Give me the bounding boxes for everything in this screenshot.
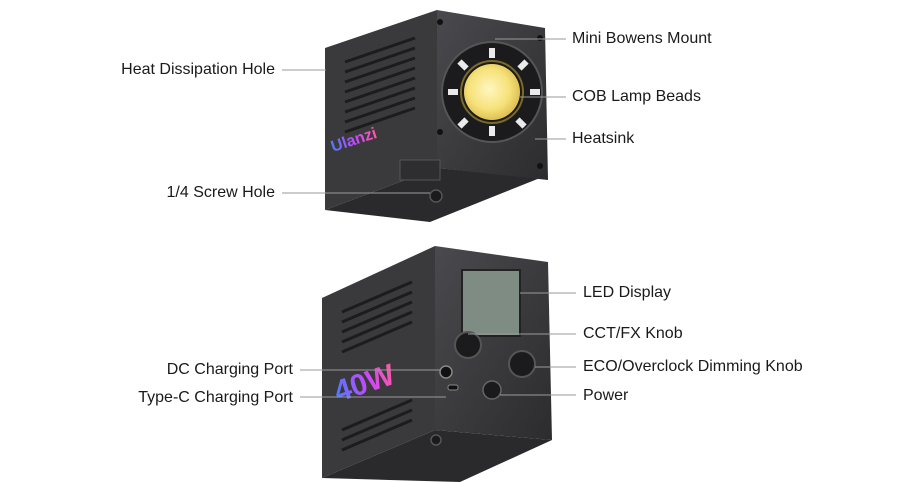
lamp-inner-ring (460, 60, 524, 124)
label-power: Power (583, 387, 629, 404)
label-heat-dissipation-hole: Heat Dissipation Hole (121, 61, 275, 78)
bottom-screw-hole (430, 434, 442, 446)
screw (537, 35, 543, 41)
side-vents (341, 280, 413, 452)
screw (437, 19, 443, 25)
dc-charging-port (439, 365, 453, 379)
label-cct-fx-knob: CCT/FX Knob (583, 325, 683, 342)
eco-overclock-knob[interactable] (508, 350, 536, 378)
bottom-light-unit: 40W (322, 246, 552, 482)
label-screw-hole: 1/4 Screw Hole (166, 184, 276, 201)
label-led-display: LED Display (583, 284, 672, 301)
screw (437, 129, 443, 135)
led-display (461, 269, 521, 337)
top-side-info-panel (399, 159, 441, 181)
label-heatsink: Heatsink (572, 130, 635, 147)
label-dc-charging-port: DC Charging Port (166, 361, 293, 378)
label-cob-lamp-beads: COB Lamp Beads (572, 88, 701, 105)
label-mini-bowens-mount: Mini Bowens Mount (572, 30, 712, 47)
heatsink-fins (448, 48, 540, 136)
screw-hole (429, 189, 443, 203)
type-c-port (447, 384, 459, 391)
cct-fx-knob[interactable] (454, 331, 482, 359)
leader-lines (282, 38, 576, 398)
top-light-unit: Ulanzi (325, 10, 548, 222)
label-type-c-port: Type-C Charging Port (138, 389, 293, 406)
screw (537, 163, 543, 169)
bottom-under-face (322, 430, 552, 482)
cob-lamp-beads (464, 64, 520, 120)
power-button[interactable] (482, 380, 502, 400)
label-eco-overclock-knob: ECO/Overclock Dimming Knob (583, 358, 803, 375)
heat-dissipation-vents (344, 36, 416, 134)
